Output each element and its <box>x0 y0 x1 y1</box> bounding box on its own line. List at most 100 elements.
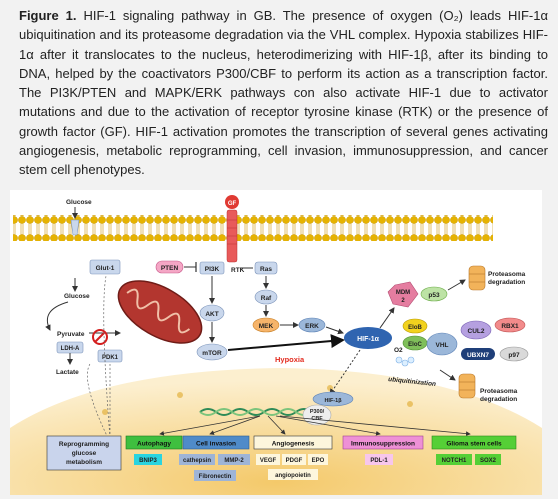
fibronectin-label: Fibronectin <box>199 474 232 480</box>
vhl-node <box>426 332 458 356</box>
pdgf-label: PDGF <box>286 458 303 464</box>
cul2-node <box>460 320 492 340</box>
pten-node <box>155 260 184 274</box>
pdk1-label: PDK1 <box>102 355 119 361</box>
caption-label: Figure 1. <box>19 8 77 23</box>
hif1b-node <box>312 391 354 407</box>
nucleus-pores <box>102 385 413 415</box>
caption-text: HIF-1 signaling pathway in GB. The prese… <box>19 8 548 178</box>
dna-helix <box>199 408 313 416</box>
ras-node <box>254 261 278 275</box>
sox2-box <box>475 454 501 465</box>
mdm2-node <box>387 281 419 308</box>
pdl1-label: PDL-1 <box>370 458 388 464</box>
cbf-label: CBF <box>311 416 323 422</box>
bnip3-box <box>134 454 162 465</box>
elob-node <box>402 318 428 334</box>
hif1a-node <box>344 327 392 349</box>
proteasome-top-icon <box>468 265 486 291</box>
vegf-box <box>256 454 280 465</box>
proteasome-bottom-icon <box>458 373 476 399</box>
fibronectin-box <box>194 470 236 481</box>
mdm2-label-a: MDM <box>396 290 410 296</box>
glioma-box <box>431 435 517 450</box>
o2-bubbles <box>395 356 415 367</box>
cell-membrane <box>13 215 493 241</box>
mdm2-label-b: 2 <box>401 298 405 304</box>
glucose-top-label: Glucose <box>66 199 92 206</box>
o2-label: O2 <box>394 347 403 354</box>
ubxn7-label: UBXN7 <box>467 352 489 359</box>
cell-invasion-box <box>182 435 250 450</box>
notch1-label: NOTCH1 <box>442 458 467 464</box>
angiogenesis-label: Angiogenesis <box>272 441 315 448</box>
mmp2-box <box>218 454 250 465</box>
elob-label: EloB <box>408 325 422 331</box>
angiogenesis-box <box>253 435 333 450</box>
mtor-node <box>196 343 228 361</box>
erk-label: ERK <box>305 323 319 330</box>
p300-cbf-node <box>302 404 332 426</box>
angiopoietin-label: angiopoietin <box>275 473 311 479</box>
autophagy-label: Autophagy <box>137 441 171 448</box>
proteasome-bottom-label-2: degradation <box>480 396 517 403</box>
vhl-label: VHL <box>436 342 449 349</box>
epo-box <box>308 454 328 465</box>
glut1-node <box>89 259 121 275</box>
raf-node <box>254 289 278 305</box>
pdgf-box <box>282 454 306 465</box>
dashed-feedback-lines <box>87 275 111 439</box>
caption-paragraph: Figure 1. HIF-1 signaling pathway in GB.… <box>0 0 558 180</box>
cathepsin-box <box>179 454 215 465</box>
rbx1-node <box>494 317 526 333</box>
lactate-label: Lactate <box>56 369 79 376</box>
metabolism-label-3: metabolism <box>66 459 102 466</box>
metabolism-label-1: Reprogramming <box>59 441 109 448</box>
pdk1-node <box>97 349 123 363</box>
ldha-label: LDH-A <box>61 346 80 352</box>
ubiquitinization-label: ubiquitinization <box>388 376 437 388</box>
mek-node <box>252 317 280 333</box>
erk-node <box>298 317 326 333</box>
mtor-label: mTOR <box>202 350 222 357</box>
gf-label: GF <box>228 201 237 207</box>
sox2-label: SOX2 <box>480 458 497 464</box>
glucose-transporter-channel <box>70 219 80 236</box>
autophagy-box <box>125 435 183 450</box>
pi3k-node <box>199 261 225 275</box>
gf-ligand <box>225 195 239 209</box>
metabolism-box <box>46 435 122 471</box>
akt-node <box>199 304 225 322</box>
mek-label: MEK <box>259 323 274 330</box>
hif1b-label: HIF-1β <box>324 398 342 404</box>
p53-node <box>420 286 448 302</box>
angiopoietin-box <box>268 469 318 480</box>
hypoxia-label: Hypoxia <box>275 355 305 364</box>
glut1-label: Glut-1 <box>96 265 115 272</box>
akt-label: AKT <box>205 311 218 318</box>
cul2-label: CUL2 <box>468 328 485 335</box>
pyruvate-label: Pyruvate <box>57 331 85 338</box>
hif1-pathway-diagram: Glucose Glut-1 Glucose GF RTK PTEN PI3K … <box>10 190 542 495</box>
p97-label: p97 <box>508 352 520 359</box>
pten-label: PTEN <box>161 265 179 272</box>
raf-label: Raf <box>261 295 272 302</box>
epo-label: EPO <box>312 458 325 464</box>
glucose-label: Glucose <box>64 293 90 300</box>
notch1-box <box>436 454 472 465</box>
cathepsin-label: cathepsin <box>183 458 211 464</box>
mitochondrion <box>117 280 203 344</box>
hif1a-label: HIF-1α <box>357 336 380 343</box>
bnip3-label: BNIP3 <box>139 458 157 464</box>
vegf-label: VEGF <box>260 458 277 464</box>
ubxn7-node <box>461 348 495 360</box>
cell-invasion-label: Cell invasion <box>196 441 236 448</box>
p97-node <box>499 346 529 362</box>
pi3k-label: PI3K <box>205 266 220 273</box>
proteasome-top-label-2: degradation <box>488 279 525 286</box>
proteasome-bottom-label-1: Proteasoma <box>480 388 518 395</box>
metabolism-label-2: glucose <box>72 450 97 457</box>
glioma-label: Glioma stem cells <box>446 441 502 448</box>
outcome-arrows <box>159 415 471 437</box>
p53-label: p53 <box>428 292 440 299</box>
